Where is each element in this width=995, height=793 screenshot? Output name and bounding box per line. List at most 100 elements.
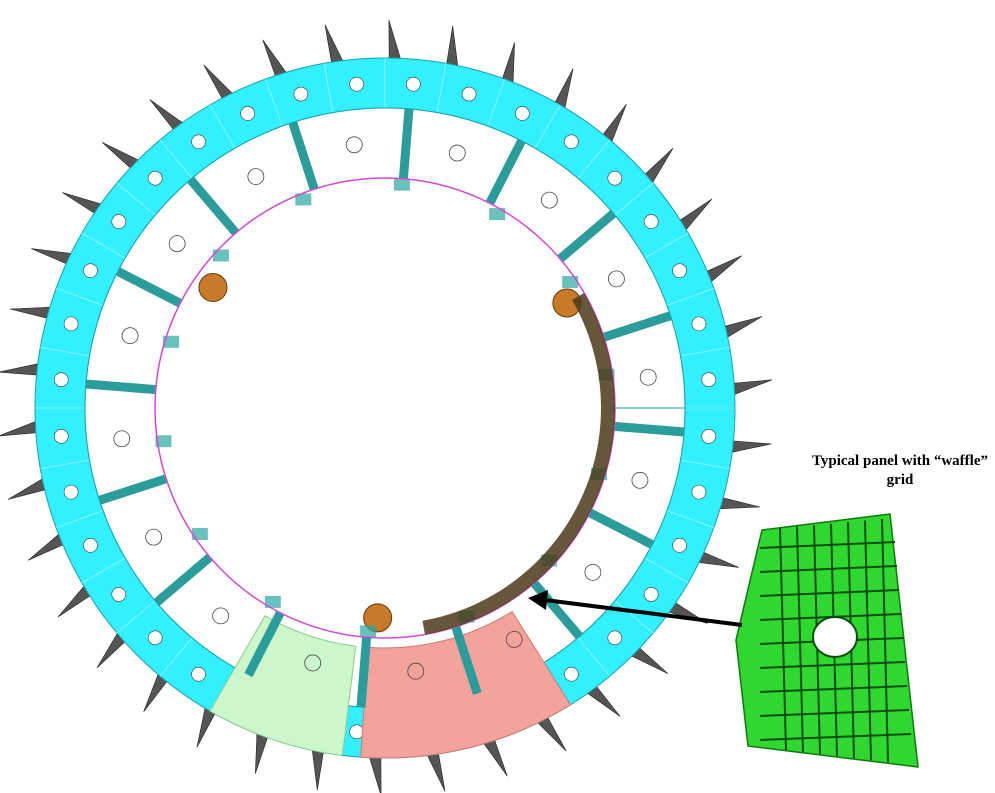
outer-port-hole bbox=[515, 106, 530, 121]
inner-panel-marker bbox=[145, 528, 162, 546]
inner-panel-marker bbox=[121, 327, 139, 345]
spikes-layer bbox=[0, 19, 773, 793]
inner-panel-marker bbox=[212, 607, 230, 625]
outer-segment-line bbox=[159, 139, 193, 179]
waffle-grid-rib bbox=[759, 661, 906, 669]
outer-segment-line bbox=[577, 637, 611, 677]
inner-hub bbox=[154, 177, 616, 639]
outer-port-hole bbox=[701, 429, 717, 444]
inner-panel-marker bbox=[639, 368, 657, 386]
radial-rib bbox=[587, 508, 655, 549]
waffle-grid-rib bbox=[759, 685, 908, 693]
waffle-grid-rib bbox=[759, 541, 896, 549]
outer-segment-line bbox=[159, 637, 193, 677]
hub-fitting bbox=[393, 178, 410, 191]
caption-line-2: grid bbox=[886, 472, 914, 488]
spike bbox=[0, 362, 43, 376]
radial-ribs bbox=[85, 108, 685, 708]
outer-segment-line bbox=[534, 104, 561, 149]
radial-rib bbox=[85, 379, 157, 395]
outer-segment-line bbox=[323, 63, 334, 113]
radial-rib bbox=[288, 121, 319, 191]
outer-port-hole bbox=[643, 214, 659, 229]
inner-panel-marker bbox=[247, 168, 265, 185]
panel-highlight-red bbox=[360, 610, 572, 759]
outer-port-hole bbox=[607, 170, 623, 186]
hub-dark-arc bbox=[422, 293, 615, 635]
inner-panel-marker bbox=[407, 662, 425, 680]
waffle-panel-hole bbox=[812, 616, 858, 658]
outer-segment-line bbox=[680, 346, 730, 357]
spike bbox=[324, 24, 345, 67]
waffle-grid-rib bbox=[759, 733, 912, 741]
inner-panel-marker bbox=[608, 270, 625, 288]
outer-port-hole bbox=[63, 484, 79, 500]
outer-port-hole bbox=[191, 134, 206, 150]
pointer-arrow bbox=[528, 590, 743, 627]
outer-port-hole bbox=[53, 429, 69, 444]
outer-segment-line bbox=[666, 510, 715, 529]
arrow-head bbox=[528, 590, 548, 610]
hub-fitting bbox=[191, 528, 208, 541]
outer-port-hole bbox=[293, 86, 309, 102]
waffle-grid-rib bbox=[779, 527, 787, 751]
outer-port-hole bbox=[643, 587, 659, 602]
hub-fitting bbox=[163, 335, 180, 348]
radial-rib bbox=[356, 636, 372, 708]
spike bbox=[367, 753, 382, 793]
spike bbox=[388, 19, 403, 63]
spike bbox=[0, 419, 41, 437]
outer-segment-line bbox=[436, 63, 447, 113]
radial-rib bbox=[398, 108, 414, 180]
outer-segment-line bbox=[614, 600, 654, 634]
inner-panel-marker bbox=[168, 235, 186, 253]
radial-rib bbox=[557, 210, 617, 263]
inner-panel-marker bbox=[584, 563, 602, 581]
outer-segment-line bbox=[40, 346, 90, 357]
inner-panel-marker bbox=[505, 631, 523, 648]
panel-highlight-green bbox=[209, 615, 357, 756]
outer-port-hole bbox=[111, 214, 127, 229]
radial-rib bbox=[613, 421, 685, 437]
outer-segment-line bbox=[55, 510, 104, 529]
caption-line-1: Typical panel with “waffle” bbox=[812, 453, 988, 469]
outer-segment-line bbox=[614, 182, 654, 216]
port-bottom bbox=[363, 603, 393, 633]
waffle-grid-rib bbox=[759, 589, 900, 597]
inner-panel-marker bbox=[345, 136, 363, 154]
inner-ring bbox=[84, 107, 686, 759]
spike bbox=[425, 749, 446, 792]
waffle-panel bbox=[735, 513, 919, 768]
hub-fitting bbox=[489, 208, 506, 221]
waffle-grid-rib bbox=[759, 709, 910, 717]
outer-port-hole bbox=[240, 106, 255, 121]
outer-segment-line bbox=[81, 557, 126, 584]
outer-port-hole bbox=[191, 666, 206, 682]
outer-port-hole bbox=[111, 587, 127, 602]
radial-rib bbox=[451, 625, 482, 695]
outer-port-hole bbox=[83, 263, 98, 278]
hub-fitting bbox=[264, 595, 281, 608]
outer-port-hole bbox=[63, 316, 79, 332]
inner-panel-marker bbox=[448, 144, 466, 162]
outer-port-hole bbox=[147, 170, 163, 186]
outer-port-hole bbox=[564, 666, 579, 682]
outer-segment-line bbox=[40, 459, 90, 470]
radial-rib bbox=[602, 311, 672, 342]
outer-port-hole bbox=[53, 372, 69, 387]
outer-segment-line bbox=[680, 459, 730, 470]
outer-segment-line bbox=[55, 287, 104, 306]
radial-rib bbox=[244, 610, 285, 678]
waffle-grid-rib bbox=[881, 518, 889, 763]
hub-fitting bbox=[562, 275, 579, 288]
hub-fitting bbox=[295, 193, 312, 206]
panel-caption: Typical panel with “waffle” grid bbox=[805, 452, 995, 490]
outer-segment-line bbox=[644, 232, 689, 259]
outer-port-hole bbox=[147, 630, 163, 646]
hub-fitting bbox=[360, 625, 377, 638]
outer-segment-line bbox=[209, 104, 236, 149]
spike bbox=[727, 440, 772, 454]
arrow-shaft bbox=[544, 598, 743, 627]
outer-port-hole bbox=[701, 372, 717, 387]
